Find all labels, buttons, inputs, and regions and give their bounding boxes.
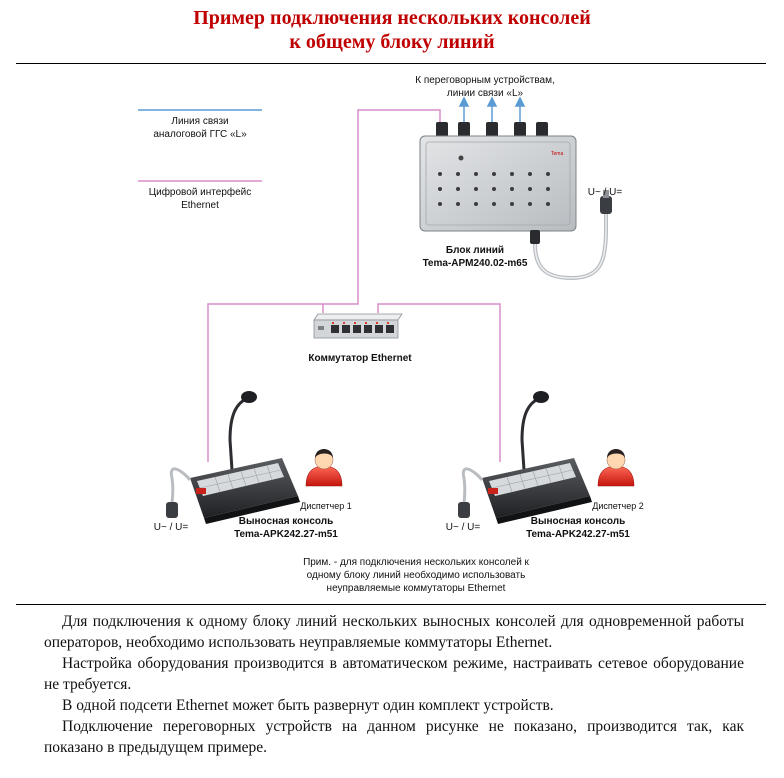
operator-1-avatar — [305, 449, 343, 487]
top-divider — [16, 63, 766, 64]
title-line-2: к общему блоку линий — [289, 31, 495, 53]
intercom-devices-text-2: линии связи «L» — [446, 88, 524, 99]
legend-analog-label: Линия связи аналоговой ГГС «L» — [140, 115, 260, 141]
console-1-model: Tema-APK242.27-m51 — [234, 529, 338, 540]
console-2-name: Выносная консоль — [530, 516, 626, 527]
body-paragraph-4-text: Подключение переговорных устройств на да… — [44, 718, 744, 756]
intercom-devices-label: К переговорным устройствам, линии связи … — [390, 74, 580, 100]
operator-2-avatar — [597, 449, 635, 487]
remote-console-1 — [166, 391, 300, 524]
ethernet-line-switch-to-console1 — [207, 303, 323, 462]
body-paragraph-2-text: Настройка оборудования производится в ав… — [44, 655, 744, 693]
legend-ethernet-text-2: Ethernet — [181, 200, 219, 211]
console-1-caption: Выносная консоль Tema-APK242.27-m51 — [226, 515, 346, 541]
title-line-1: Пример подключения нескольких консолей — [193, 7, 591, 29]
console-2-power-label: U~ / U= — [445, 522, 481, 533]
legend-analog-text-1: Линия связи — [171, 116, 229, 127]
ethernet-switch-device — [313, 313, 403, 339]
legend-ethernet-text-1: Цифровой интерфейс — [148, 187, 252, 198]
body-paragraph-3: В одной подсети Ethernet может быть разв… — [44, 696, 744, 717]
line-block-power-label: U~ / U= — [587, 187, 623, 198]
line-block-brand: Tema — [551, 151, 563, 157]
line-block-model: Tema-APM240.02-m65 — [422, 258, 528, 269]
note-line-1: Прим. - для подключения нескольких консо… — [303, 557, 529, 568]
operator-1-label: Диспетчер 1 — [300, 501, 352, 511]
bottom-divider — [16, 604, 766, 605]
line-block-device: Tema — [419, 122, 612, 281]
body-paragraph-1: Для подключения к одному блоку линий нес… — [44, 612, 744, 653]
ethernet-line-switch-to-console2 — [377, 303, 501, 462]
page-title: Пример подключения нескольких консолей к… — [0, 6, 784, 54]
body-paragraph-3-text: В одной подсети Ethernet может быть разв… — [62, 697, 554, 714]
switch-caption: Коммутатор Ethernet — [308, 353, 412, 364]
console-1-name: Выносная консоль — [238, 516, 334, 527]
console-2-model: Tema-APK242.27-m51 — [526, 529, 630, 540]
line-block-caption: Блок линий Tema-APM240.02-m65 — [410, 244, 540, 270]
operator-2-label: Диспетчер 2 — [592, 501, 644, 511]
intercom-devices-text-1: К переговорным устройствам, — [415, 75, 555, 86]
remote-console-2 — [458, 391, 592, 524]
line-block-name: Блок линий — [445, 245, 505, 256]
note-line-2: одному блоку линий необходимо использова… — [306, 570, 526, 581]
body-paragraph-1-text: Для подключения к одному блоку линий нес… — [44, 613, 744, 651]
ethernet-line-switch-to-block — [322, 109, 441, 313]
body-paragraph-4: Подключение переговорных устройств на да… — [44, 717, 744, 758]
body-paragraph-2: Настройка оборудования производится в ав… — [44, 654, 744, 695]
diagram-note: Прим. - для подключения нескольких консо… — [286, 556, 546, 595]
legend-ethernet-label: Цифровой интерфейс Ethernet — [140, 186, 260, 212]
console-1-power-label: U~ / U= — [153, 522, 189, 533]
analog-output-arrows — [458, 96, 526, 124]
note-line-3: неуправляемые коммутаторы Ethernet — [326, 583, 506, 594]
console-2-caption: Выносная консоль Tema-APK242.27-m51 — [518, 515, 638, 541]
legend-analog-text-2: аналоговой ГГС «L» — [153, 129, 247, 140]
